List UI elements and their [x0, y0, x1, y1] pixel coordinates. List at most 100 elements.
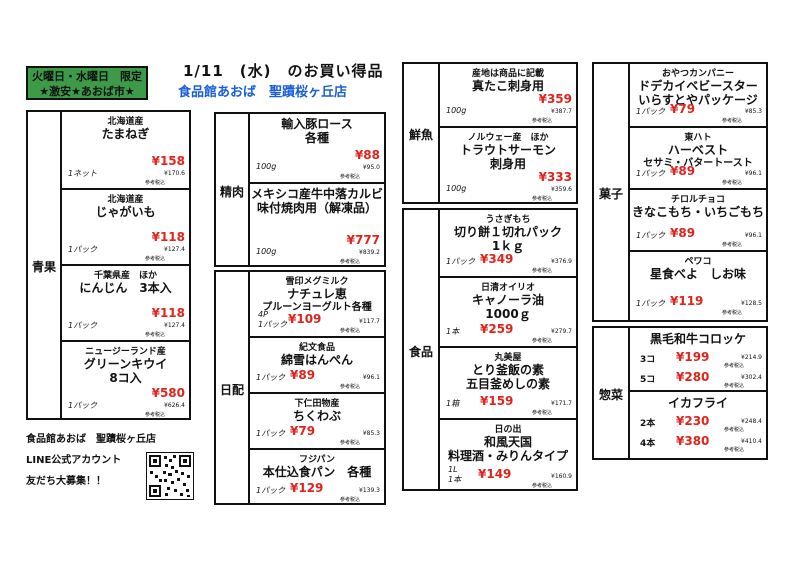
- category-divider: [248, 272, 250, 503]
- item-unit: 1パック: [636, 231, 666, 240]
- item-tax: ¥96.1: [362, 374, 380, 381]
- item-price: ¥259: [480, 322, 514, 336]
- item-tax: ¥171.7: [551, 400, 572, 407]
- item-brand: 東ハト: [684, 133, 712, 143]
- item-unit: 1パック: [68, 321, 98, 330]
- item-name: たまねぎ: [101, 127, 150, 141]
- item-tax: ¥359.6: [551, 186, 572, 193]
- item-unit: 1本: [446, 327, 460, 336]
- item-price: ¥230: [676, 414, 710, 428]
- category-divider: [438, 210, 440, 489]
- item-price: ¥118: [151, 230, 185, 244]
- item-unit: 1パック: [256, 373, 286, 382]
- item-name-line2: 五目釜めしの素: [465, 377, 550, 391]
- qr-code-icon[interactable]: [146, 452, 194, 500]
- item-price: ¥89: [290, 368, 316, 382]
- item-price: ¥79: [290, 424, 316, 438]
- item-tax: ¥95.0: [362, 164, 380, 171]
- item-price: ¥199: [676, 350, 710, 364]
- item-brand: 日の出: [494, 425, 522, 435]
- item-unit: 4本: [640, 439, 656, 449]
- tax-note: 参考税込: [144, 412, 165, 418]
- tax-note: 参考税込: [531, 483, 552, 489]
- item-tax: ¥410.4: [741, 438, 762, 445]
- item-name-line2: 刺身用: [489, 157, 526, 171]
- tax-note: 参考税込: [339, 174, 360, 180]
- item-name-line2: 1ｋｇ: [491, 239, 525, 253]
- item-name-line2: 味付焼肉用（解凍品）: [256, 201, 377, 215]
- tax-note: 参考税込: [144, 332, 165, 338]
- item-unit: 1パック: [446, 257, 476, 266]
- promo-badge-line2: ★激安★あおば市★: [39, 85, 135, 98]
- item-tax: ¥626.4: [164, 402, 185, 409]
- tax-note: 参考税込: [723, 383, 744, 389]
- category-label: 鮮魚: [408, 128, 433, 142]
- item-brand: 紀文食品: [298, 343, 335, 353]
- item-name: 黒毛和牛コロッケ: [649, 332, 746, 346]
- item-name-line2: 各種: [304, 131, 329, 145]
- item-unit: 100g: [256, 162, 277, 171]
- item-brand: 産地は商品に記載: [471, 69, 544, 79]
- item-tax: ¥85.3: [362, 430, 380, 437]
- item-unit: 5コ: [640, 375, 656, 385]
- item-brand: 千葉県産 ほか: [93, 271, 157, 281]
- item-unit: 1パック: [68, 401, 98, 410]
- tax-note: 参考税込: [339, 328, 360, 334]
- item-unit: 1パック: [256, 429, 286, 438]
- category-label: 青果: [31, 260, 56, 274]
- item-brand: 日清オイリオ: [480, 283, 535, 293]
- item-unit: 1L: [448, 465, 458, 474]
- item-name: とり釜飯の素: [471, 363, 544, 377]
- item-tax: ¥376.9: [551, 258, 572, 265]
- item-price: ¥280: [676, 370, 710, 384]
- item-tax: ¥387.7: [551, 108, 572, 115]
- promo-badge-line1: 火曜日・水曜日 限定: [32, 70, 142, 83]
- item-tax: ¥139.3: [359, 487, 380, 494]
- item-tax: ¥96.1: [744, 232, 762, 239]
- item-unit: 100g: [446, 184, 467, 193]
- item-unit: 1パック: [68, 245, 98, 254]
- category-divider: [248, 114, 250, 265]
- item-brand: ニュージーランド産: [85, 347, 166, 357]
- item-unit: 1パック: [256, 486, 286, 495]
- item-unit-2: 1本: [448, 475, 462, 484]
- tax-note: 参考税込: [531, 118, 552, 124]
- item-name-line2: いらすとやパッケージ: [638, 93, 758, 107]
- page-title: 1/11 (水) のお買い得品: [183, 62, 384, 80]
- item-name: きなこもち・いちごもち: [631, 205, 764, 219]
- item-tax: ¥214.9: [741, 354, 762, 361]
- item-name: キャノーラ油: [471, 293, 544, 307]
- tax-note: 参考税込: [723, 447, 744, 453]
- tax-note: 参考税込: [339, 384, 360, 390]
- tax-note: 参考税込: [531, 410, 552, 416]
- tax-note: 参考税込: [723, 427, 744, 433]
- item-unit: 1箱: [446, 399, 460, 408]
- item-name-line2: 料理酒・みりんタイプ: [447, 449, 568, 463]
